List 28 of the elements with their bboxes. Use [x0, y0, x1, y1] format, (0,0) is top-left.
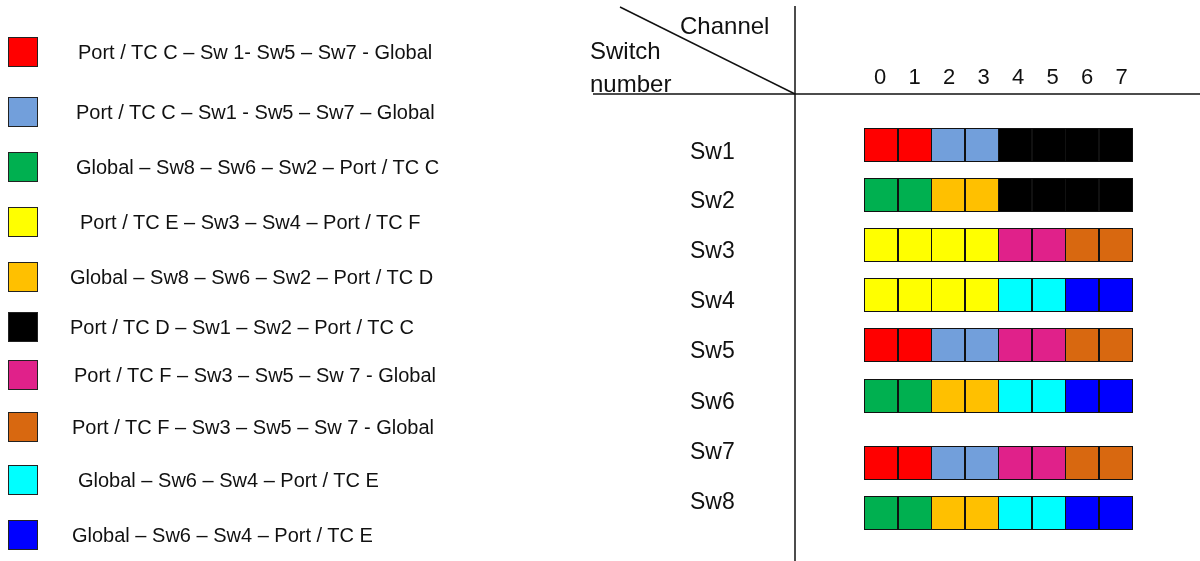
legend-text: Port / TC C – Sw1 - Sw5 – Sw7 – Global — [76, 100, 435, 124]
channel-number: 2 — [943, 64, 956, 90]
legend-text: Global – Sw8 – Sw6 – Sw2 – Port / TC C — [76, 155, 440, 179]
switch-label: Sw1 — [690, 138, 735, 165]
legend-text: Port / TC E – Sw3 – Sw4 – Port / TC F — [80, 210, 421, 234]
switch-label: Sw2 — [690, 187, 735, 214]
switch-label: Sw6 — [690, 388, 735, 415]
channel-number: 6 — [1081, 64, 1094, 90]
channel-number: 7 — [1115, 64, 1128, 90]
switch-label: Sw4 — [690, 287, 735, 314]
channel-number: 1 — [908, 64, 921, 90]
switch-label: Sw3 — [690, 237, 735, 264]
channel-number: 4 — [1012, 64, 1025, 90]
channel-number: 5 — [1046, 64, 1059, 90]
legend-text: Global – Sw6 – Sw4 – Port / TC E — [72, 523, 373, 547]
switch-label: Sw7 — [690, 438, 735, 465]
channel-number: 3 — [977, 64, 990, 90]
legend-text: Global – Sw8 – Sw6 – Sw2 – Port / TC D — [70, 265, 434, 289]
legend-text: Port / TC F – Sw3 – Sw5 – Sw 7 - Global — [74, 363, 436, 387]
legend-text: Port / TC D – Sw1 – Sw2 – Port / TC C — [70, 315, 414, 339]
channel-number: 0 — [874, 64, 887, 90]
legend-text: Global – Sw6 – Sw4 – Port / TC E — [78, 468, 379, 492]
row-header: Switch number — [590, 36, 673, 99]
legend-text: Port / TC C – Sw 1- Sw5 – Sw7 - Global — [78, 40, 433, 64]
column-header: Channel — [680, 12, 770, 40]
legend-text: Port / TC F – Sw3 – Sw5 – Sw 7 - Global — [72, 415, 434, 439]
switch-label: Sw8 — [690, 488, 735, 515]
switch-label: Sw5 — [690, 337, 735, 364]
